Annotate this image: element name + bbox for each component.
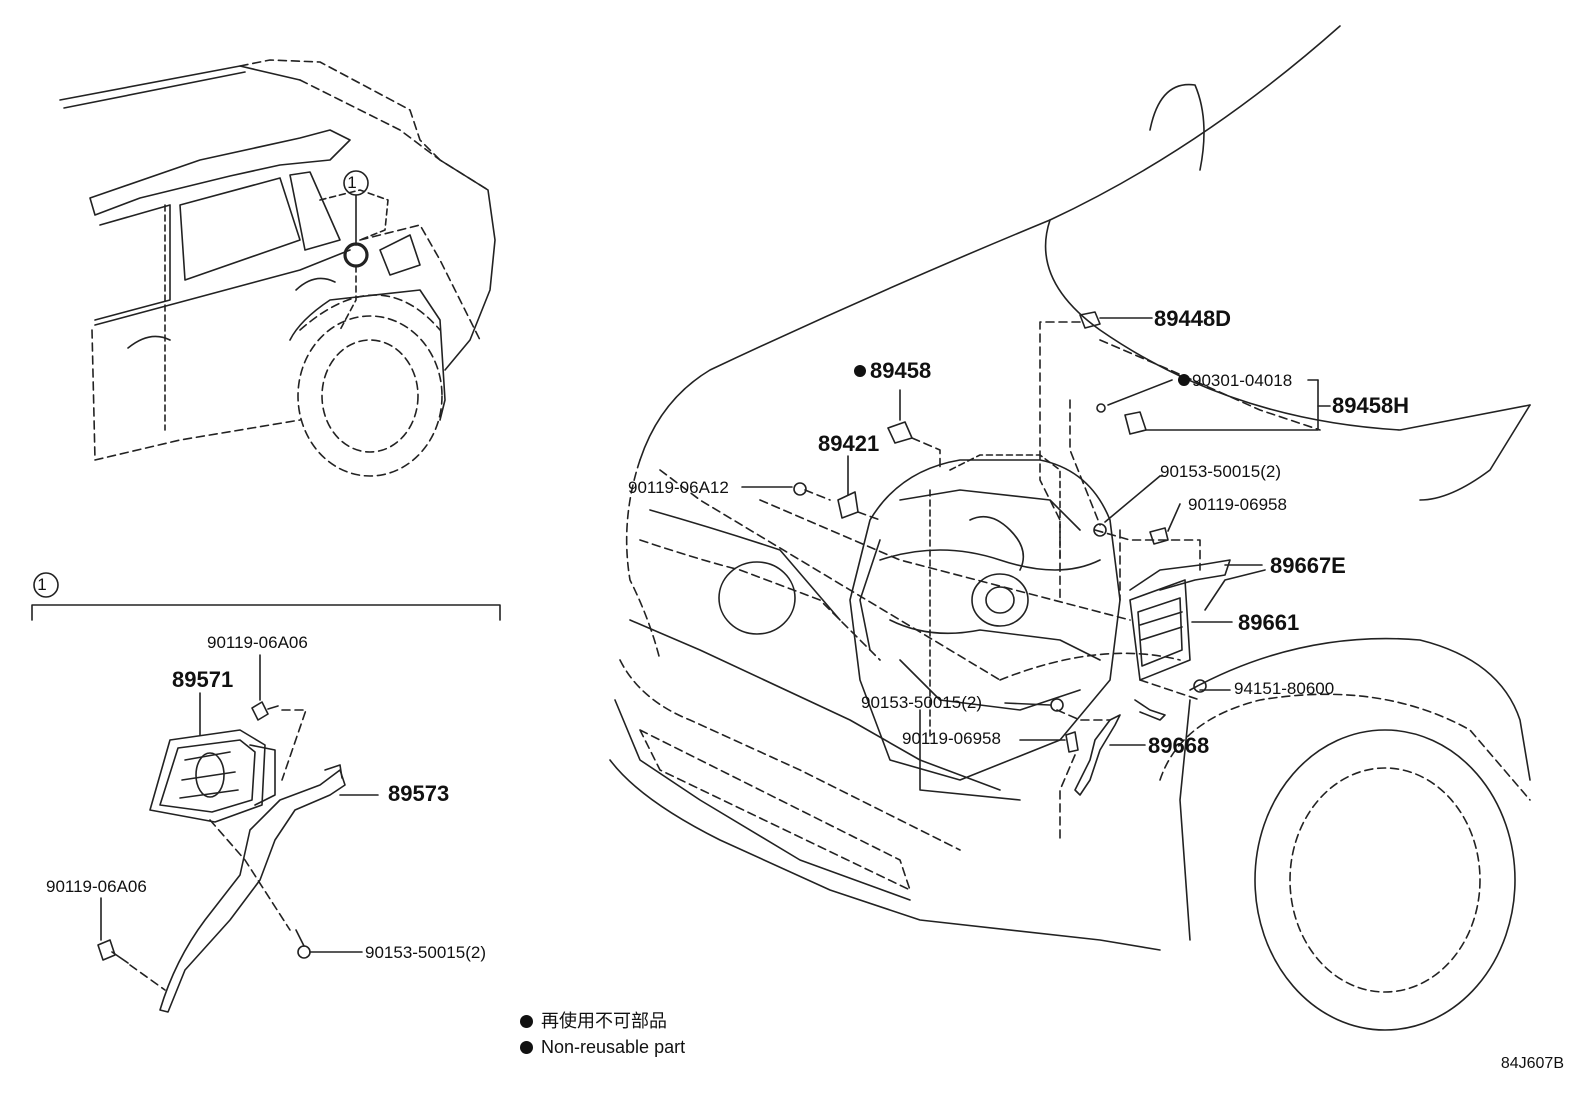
label-90119-06958-top: 90119-06958 [1188,495,1287,514]
sensor-89458h-part [1125,412,1146,434]
location-ring-icon [345,244,367,266]
legend-text-jp: 再使用不可部品 [541,1011,667,1031]
label-90119-06a06-a: 90119-06A06 [207,633,308,652]
legend-text-en: Non-reusable part [541,1037,686,1057]
module-89571-part [150,730,265,822]
non-reusable-dot-icon [1178,374,1190,386]
legend: 再使用不可部品 Non-reusable part [520,1008,685,1060]
callout-number: 1 [347,173,356,192]
filled-dot-icon [520,1040,533,1054]
label-89573: 89573 [388,781,449,806]
bracket-89573-part [160,770,345,1012]
bracket-89667e-part [1130,560,1230,590]
label-90153-50015-bottom: 90153-50015(2) [365,943,486,962]
detail-section-1 [32,573,500,1012]
label-89448d: 89448D [1154,306,1231,331]
detail-callout-icon [34,573,58,597]
non-reusable-dot-icon [854,365,866,377]
legend-row-jp: 再使用不可部品 [520,1008,685,1034]
filled-dot-icon [520,1014,533,1028]
label-89571: 89571 [172,667,233,692]
sensor-89448d-part [1080,312,1100,328]
detail-callout-number: 1 [37,575,46,594]
front-vehicle-illustration [610,26,1530,1030]
label-90153-50015-top: 90153-50015(2) [1160,462,1281,481]
label-89421: 89421 [818,431,879,456]
bracket-89668-part [1075,715,1120,795]
label-90153-50015-mid: 90153-50015(2) [861,693,982,712]
ecu-89661-part [1130,580,1190,680]
label-90301-04018: 90301-04018 [1192,371,1292,390]
label-89668: 89668 [1148,733,1209,758]
sensor-89458-part [888,422,912,443]
label-90119-06958-mid: 90119-06958 [902,729,1001,748]
diagram-code: 84J607B [1500,1055,1564,1072]
bracket-89421-part [838,492,858,518]
legend-row-en: Non-reusable part [520,1034,685,1060]
label-89661: 89661 [1238,610,1299,635]
engine-block [850,455,1120,800]
rear-vehicle-illustration [60,60,495,476]
label-89458h: 89458H [1332,393,1409,418]
label-89667e: 89667E [1270,553,1346,578]
label-90119-06a12: 90119-06A12 [628,478,729,497]
label-90119-06a06-b: 90119-06A06 [46,877,147,896]
label-89458: 89458 [870,358,931,383]
label-94151-80600: 94151-80600 [1234,679,1334,698]
